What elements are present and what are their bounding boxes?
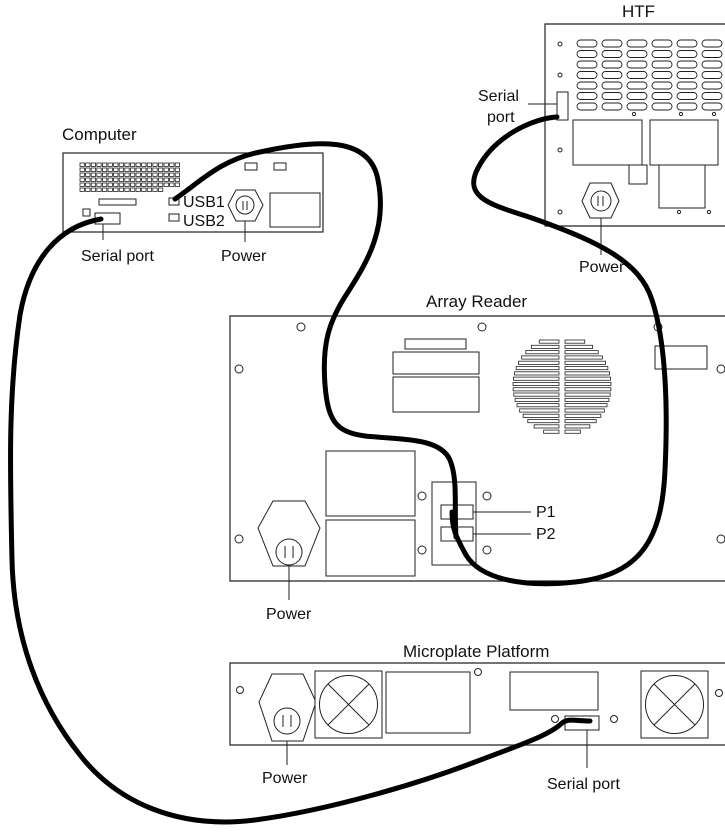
cable-computer-serial-to-microplate (7, 216, 593, 825)
microplate-power-label: Power (262, 770, 308, 787)
htf-screw (676, 209, 682, 215)
array-reader-screw (296, 322, 306, 332)
microplate-module-left (385, 671, 471, 734)
htf-screw (711, 111, 717, 117)
computer-title: Computer (62, 125, 137, 144)
htf-bracket (658, 165, 706, 209)
array-reader-screw (417, 545, 427, 555)
htf-vent-grille (576, 39, 723, 111)
computer-led (82, 208, 91, 217)
array-reader-screw (716, 364, 725, 374)
cable-htf-serial-to-p1 (449, 114, 669, 587)
microplate-platform-unit: Microplate Platform Power (229, 642, 725, 793)
htf-screw (557, 72, 563, 78)
array-reader-block-lower (325, 519, 416, 577)
htf-screw (557, 209, 563, 215)
computer-power-socket (227, 189, 264, 222)
computer-unit: Computer USB1 USB2 Serial port Power (62, 125, 324, 265)
array-reader-screw (234, 364, 244, 374)
computer-slot (98, 198, 137, 206)
array-reader-unit: Array Reader P1 P2 Power (229, 292, 725, 623)
microplate-screw (474, 668, 482, 676)
array-reader-title: Array Reader (426, 292, 527, 311)
computer-vent-grille (79, 162, 180, 192)
htf-module-right (649, 119, 719, 166)
microplate-fan-right (640, 670, 709, 739)
microplate-screw (610, 715, 618, 723)
computer-usb1-label: USB1 (183, 194, 225, 211)
computer-serial-label: Serial port (81, 248, 154, 265)
array-reader-module-lower (392, 376, 480, 413)
computer-usb2-port (168, 213, 180, 222)
computer-usb2-label: USB2 (183, 213, 225, 230)
microplate-platform-title: Microplate Platform (403, 642, 549, 661)
htf-serial-label-line2: port (487, 109, 515, 126)
microplate-screw (236, 686, 244, 694)
array-reader-screw (417, 491, 427, 501)
array-reader-block-upper (325, 450, 416, 517)
htf-unit: HTF Serial port Power (478, 2, 725, 276)
cable-usb1-to-p2 (172, 141, 459, 540)
computer-small-port-a (244, 162, 258, 171)
htf-serial-label-line1: Serial (478, 88, 519, 105)
array-reader-power-label: Power (266, 606, 312, 623)
htf-connector (628, 164, 648, 185)
microplate-power-socket (258, 673, 317, 742)
array-reader-power-socket (257, 500, 321, 567)
htf-serial-port (556, 91, 569, 121)
htf-module-left (572, 119, 643, 166)
htf-power-socket (581, 182, 620, 219)
htf-screw (557, 147, 563, 153)
htf-screw (557, 41, 563, 47)
array-reader-screw (234, 534, 244, 544)
htf-screw (631, 111, 637, 117)
array-reader-screw (477, 322, 487, 332)
array-reader-screw (716, 534, 725, 544)
htf-screw (678, 111, 684, 117)
array-reader-fan-vent (512, 339, 612, 434)
microplate-module-right (509, 671, 599, 711)
array-reader-screw (482, 545, 492, 555)
array-reader-screw (482, 491, 492, 501)
array-reader-slot (404, 338, 467, 350)
computer-power-label: Power (221, 248, 267, 265)
microplate-fan-left (314, 670, 383, 739)
htf-power-label: Power (579, 259, 625, 276)
array-reader-p2-label: P2 (536, 526, 556, 543)
computer-psu-block (269, 192, 321, 228)
htf-screw (706, 209, 712, 215)
array-reader-indicator (654, 345, 708, 370)
array-reader-p1-label: P1 (536, 504, 556, 521)
computer-small-port-b (273, 162, 287, 171)
microplate-serial-label: Serial port (547, 776, 620, 793)
htf-title: HTF (622, 2, 655, 21)
microplate-screw (551, 715, 559, 723)
microplate-screw (715, 689, 723, 697)
array-reader-module-upper (392, 351, 480, 375)
